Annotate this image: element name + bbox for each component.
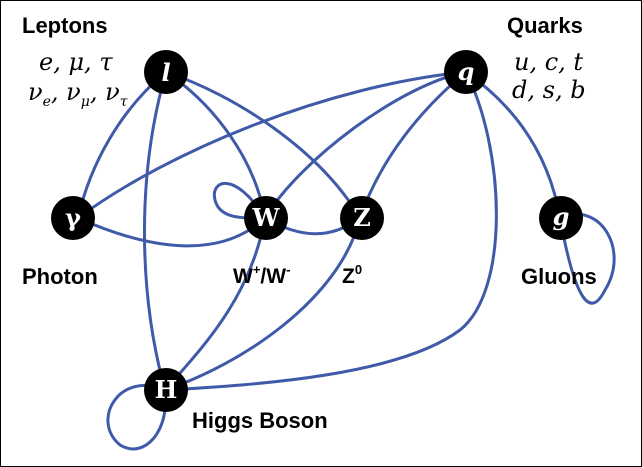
edge-quark-photon (77, 70, 467, 220)
node-photon: γ (51, 196, 95, 240)
node-photon-symbol: γ (65, 203, 81, 232)
edge-photon-w (77, 216, 267, 248)
node-quark-circle (444, 50, 488, 94)
node-gluon-symbol: g (553, 202, 570, 231)
caption-quarks-row1: u, c, t (514, 48, 583, 76)
caption-quarks-row2: d, s, b (512, 76, 586, 104)
caption-photon: Photon (22, 264, 98, 289)
node-w-circle (244, 196, 288, 240)
node-z: Z (340, 196, 384, 240)
edge-z-higgs (164, 217, 362, 392)
node-gluon: g (539, 196, 583, 240)
node-gluon-circle (539, 196, 583, 240)
edge-quark-z (358, 70, 467, 219)
caption-higgs: Higgs Boson (192, 408, 328, 433)
node-higgs: H (144, 368, 188, 412)
node-higgs-circle (144, 368, 188, 412)
caption-leptons: Leptons (22, 13, 108, 38)
node-lepton-circle (144, 50, 188, 94)
caption-leptons-row2: νe, νμ, ντ (28, 78, 128, 110)
node-lepton-symbol: l (161, 58, 170, 87)
edge-gluon-self-loop (558, 212, 616, 305)
node-z-symbol: Z (353, 203, 371, 232)
node-w: W (244, 196, 288, 240)
edge-quark-w (263, 70, 467, 219)
edge-lepton-z (165, 70, 362, 219)
node-lepton: l (144, 50, 188, 94)
node-quark: q (444, 50, 488, 94)
caption-gluons: Gluons (521, 264, 597, 289)
node-photon-circle (51, 196, 95, 240)
node-higgs-symbol: H (155, 375, 178, 404)
caption-quarks: Quarks (507, 13, 583, 38)
caption-leptons-row1: e, μ, τ (39, 48, 113, 76)
edge-higgs-self-loop (106, 383, 168, 451)
node-w-symbol: W (252, 203, 281, 232)
node-z-circle (340, 196, 384, 240)
node-quark-symbol: q (458, 57, 475, 86)
edges (76, 70, 616, 451)
edge-quark-higgs (164, 71, 498, 392)
caption-z: Z0 (342, 262, 362, 288)
edge-lepton-higgs (142, 71, 168, 391)
caption-w: W+/W- (233, 262, 290, 288)
